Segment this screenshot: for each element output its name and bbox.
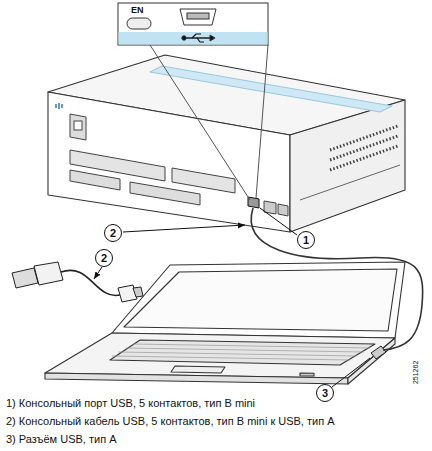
loose-cable: [34, 262, 63, 285]
router-details: [56, 103, 400, 216]
legend-line: 1) Консольный порт USB, 5 контактов, тип…: [6, 397, 255, 411]
laptop: [171, 366, 225, 373]
laptop: [112, 344, 370, 360]
router-details: [70, 114, 86, 140]
callout-number: 2: [110, 228, 116, 239]
laptop: [300, 373, 314, 376]
callout-number: 2: [101, 253, 107, 264]
laptop: [45, 262, 405, 384]
router-details: [172, 168, 235, 193]
router-details: [278, 204, 288, 216]
figure-number: 251262: [413, 360, 422, 383]
router-details: [330, 126, 398, 150]
router-details: [330, 146, 398, 170]
port-inset: [182, 36, 186, 40]
console-cable: [251, 208, 422, 350]
leader-line: [94, 267, 102, 279]
legend-line: 3) Разъём USB, тип А: [6, 433, 116, 447]
laptop: [124, 269, 397, 331]
callout-number: 1: [303, 235, 309, 246]
loose-cable: [12, 262, 143, 302]
callout-circle: 2: [95, 249, 113, 267]
port-inset: [118, 3, 268, 45]
router-body: [48, 55, 405, 232]
loose-cable: [133, 287, 143, 297]
port-inset: [210, 35, 215, 41]
port-inset: [180, 9, 216, 25]
legend-line: 2) Консольный кабель USB, 5 контактов, т…: [6, 415, 335, 429]
leader-line: [332, 358, 370, 387]
router-body: [150, 66, 392, 112]
router-details: [74, 121, 82, 130]
laptop: [45, 373, 348, 384]
port-inset: [150, 45, 268, 200]
leader-line: [123, 225, 245, 232]
callout-circle: 1: [297, 231, 315, 249]
laptop: [45, 333, 395, 378]
button-label: EN: [131, 5, 144, 16]
port-inset: [187, 13, 209, 19]
callout-number: 3: [322, 388, 328, 399]
laptop-usb-plug: [371, 346, 386, 359]
laptop-usb-plug: [371, 346, 386, 359]
callout-circle: 3: [316, 384, 334, 402]
laptop: [112, 262, 405, 338]
port-inset: [119, 32, 268, 45]
router-details: [70, 170, 120, 190]
console-cable: [251, 208, 422, 350]
callout-circle: 2: [104, 224, 122, 242]
router-details: [130, 182, 200, 205]
router-details: [330, 136, 398, 160]
port-inset: [127, 18, 151, 29]
laptop: [110, 340, 375, 365]
router-details: [56, 103, 62, 109]
router-details: [300, 165, 400, 200]
port-inset: [118, 3, 268, 200]
leader-line: [94, 208, 370, 387]
loose-cable: [61, 270, 120, 295]
router-body: [48, 92, 290, 232]
router-body: [290, 100, 405, 232]
leader-line: [260, 208, 297, 235]
port-inset: [192, 34, 204, 42]
loose-cable: [12, 268, 38, 288]
